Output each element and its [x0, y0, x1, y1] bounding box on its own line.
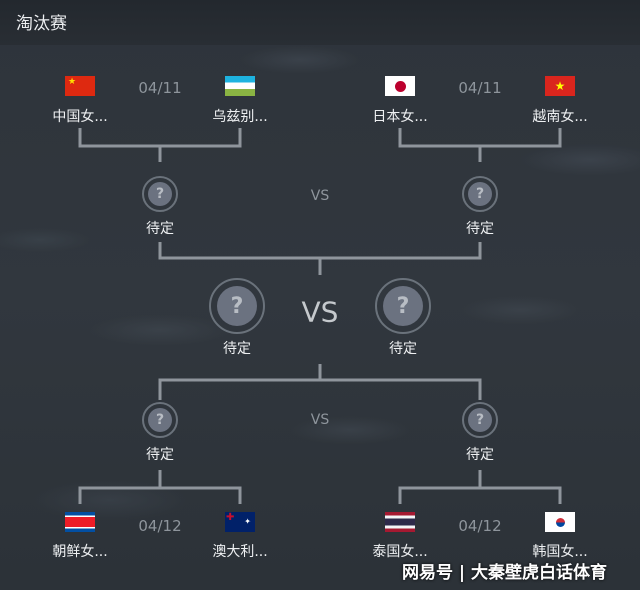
tbd-placeholder: ? [142, 402, 178, 438]
team-name[interactable]: 越南女... [532, 109, 588, 125]
bracket-line [78, 470, 242, 504]
question-icon: ? [148, 408, 172, 432]
question-icon: ? [148, 182, 172, 206]
vietnam-flag: ★ [545, 76, 575, 96]
team-name[interactable]: 澳大利... [212, 544, 268, 560]
tbd-label: 待定 [466, 221, 494, 237]
match-date: 04/12 [138, 517, 182, 535]
team-name[interactable]: 朝鲜女... [52, 544, 108, 560]
tbd-label: 待定 [223, 341, 251, 357]
team-name[interactable]: 日本女... [372, 109, 428, 125]
bracket-line [78, 128, 242, 162]
south-korea-flag [545, 512, 575, 532]
thailand-flag [385, 512, 415, 532]
tbd-label: 待定 [146, 447, 174, 463]
question-icon: ? [468, 182, 492, 206]
team-name[interactable]: 韩国女... [532, 544, 588, 560]
header: 淘汰赛 [0, 0, 640, 45]
question-icon: ? [468, 408, 492, 432]
vs-label: VS [310, 188, 330, 204]
uzbekistan-flag [225, 76, 255, 96]
bracket-line [158, 242, 482, 275]
question-icon: ? [217, 286, 257, 326]
tbd-label: 待定 [146, 221, 174, 237]
bracket-line [398, 128, 562, 162]
match-date: 04/11 [138, 79, 182, 97]
question-icon: ? [383, 286, 423, 326]
team-name[interactable]: 中国女... [52, 109, 108, 125]
tbd-placeholder: ? [462, 176, 498, 212]
north-korea-flag [65, 512, 95, 532]
bracket-line [398, 470, 562, 504]
bracket-line [158, 364, 482, 400]
australia-flag: ✚✦ [225, 512, 255, 532]
final-vs-label: VS [301, 295, 339, 329]
team-name[interactable]: 乌兹别... [212, 109, 268, 125]
match-date: 04/11 [458, 79, 502, 97]
tbd-placeholder: ? [462, 402, 498, 438]
tbd-placeholder: ? [142, 176, 178, 212]
match-date: 04/12 [458, 517, 502, 535]
tbd-label: 待定 [389, 341, 417, 357]
tbd-placeholder: ? [209, 278, 265, 334]
watermark: 网易号 | 大秦壁虎白话体育 [402, 563, 608, 583]
china-flag: ★ [65, 76, 95, 96]
tbd-placeholder: ? [375, 278, 431, 334]
page-title: 淘汰赛 [16, 14, 67, 34]
tbd-label: 待定 [466, 447, 494, 463]
vs-label: VS [310, 412, 330, 428]
team-name[interactable]: 泰国女... [372, 544, 428, 560]
japan-flag [385, 76, 415, 96]
